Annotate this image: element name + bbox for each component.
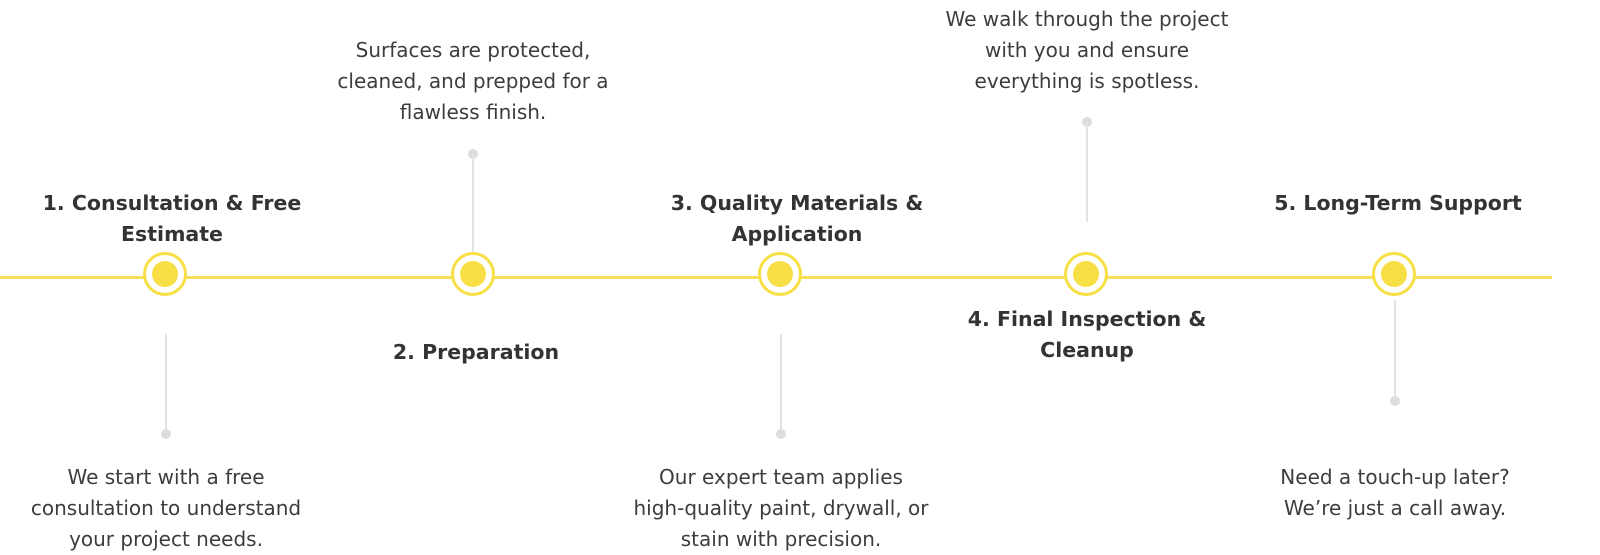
step-5-connector-dot [1390, 396, 1400, 406]
step-2-connector [472, 154, 474, 252]
step-3-connector-dot [776, 429, 786, 439]
step-5-desc-line-1: Need a touch-up later? [1280, 465, 1510, 489]
step-3-desc-line-2: high-quality paint, drywall, or [633, 496, 929, 520]
step-5-desc-line-2: We’re just a call away. [1283, 496, 1507, 520]
step-4-description: We walk through the project with you and… [922, 4, 1252, 97]
step-2-marker [451, 252, 495, 296]
step-1-desc-line-3: your project needs. [69, 527, 263, 551]
step-3-title-line-1: 3. Quality Materials & [670, 191, 924, 215]
step-5-marker [1372, 252, 1416, 296]
step-3-marker-core [767, 261, 793, 287]
step-1-marker [143, 252, 187, 296]
step-2-title: 2. Preparation [326, 337, 626, 368]
step-1-marker-core [152, 261, 178, 287]
step-4-desc-line-1: We walk through the project [945, 7, 1229, 31]
step-4-marker-core [1073, 261, 1099, 287]
step-1-title: 1. Consultation & Free Estimate [22, 188, 322, 250]
step-5-title-line-1: 5. Long-Term Support [1274, 191, 1522, 215]
step-3-desc-line-1: Our expert team applies [659, 465, 903, 489]
step-2-desc-line-3: flawless finish. [399, 100, 547, 124]
step-1-description: We start with a free consultation to und… [1, 462, 331, 555]
step-4-desc-line-2: with you and ensure [984, 38, 1190, 62]
step-5-description: Need a touch-up later? We’re just a call… [1230, 462, 1560, 524]
step-1-title-line-1: 1. Consultation & Free [42, 191, 302, 215]
step-4-connector [1086, 122, 1088, 222]
step-4-title: 4. Final Inspection & Cleanup [937, 304, 1237, 366]
step-1-connector [165, 334, 167, 434]
step-1-desc-line-1: We start with a free [67, 465, 265, 489]
step-4-marker [1064, 252, 1108, 296]
step-2-desc-line-2: cleaned, and prepped for a [337, 69, 609, 93]
step-4-title-line-2: Cleanup [1040, 338, 1134, 362]
step-3-connector [780, 334, 782, 434]
step-3-marker [758, 252, 802, 296]
step-3-description: Our expert team applies high-quality pai… [616, 462, 946, 555]
step-2-title-line-1: 2. Preparation [392, 340, 560, 364]
step-1-title-line-2: Estimate [121, 222, 223, 246]
step-2-description: Surfaces are protected, cleaned, and pre… [308, 35, 638, 128]
step-1-connector-dot [161, 429, 171, 439]
step-3-desc-line-3: stain with precision. [680, 527, 882, 551]
step-2-marker-core [460, 261, 486, 287]
step-5-marker-core [1381, 261, 1407, 287]
step-5-connector [1394, 300, 1396, 400]
step-5-title: 5. Long-Term Support [1248, 188, 1548, 219]
step-3-title: 3. Quality Materials & Application [647, 188, 947, 250]
step-1-desc-line-2: consultation to understand [30, 496, 302, 520]
step-4-desc-line-3: everything is spotless. [974, 69, 1200, 93]
step-2-desc-line-1: Surfaces are protected, [355, 38, 591, 62]
step-3-title-line-2: Application [731, 222, 863, 246]
step-4-title-line-1: 4. Final Inspection & [967, 307, 1207, 331]
